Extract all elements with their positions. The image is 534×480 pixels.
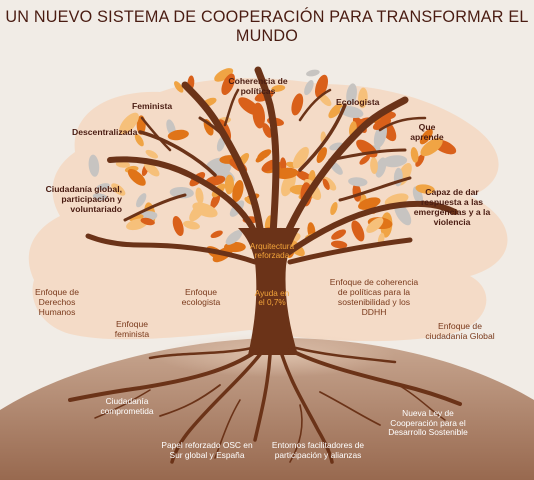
leaf	[359, 155, 370, 165]
leaf	[172, 216, 184, 236]
label-papel-osc: Papel reforzado OSC en Sur global y Espa…	[161, 440, 253, 460]
leaf	[210, 193, 221, 209]
leaf	[306, 69, 320, 77]
leaf	[415, 153, 425, 167]
leaf	[189, 203, 206, 222]
label-ayuda: Ayuda en el 0,7%	[254, 289, 290, 308]
leaf	[144, 162, 160, 177]
leaf	[419, 129, 433, 145]
leaf	[274, 167, 299, 179]
leaf	[115, 161, 130, 168]
ground-hill	[0, 338, 534, 480]
label-enfoque-ecologista: Enfoque ecologista	[181, 287, 221, 307]
leaf	[372, 117, 392, 130]
leaf	[351, 220, 365, 242]
leaf	[382, 155, 408, 168]
leaf	[214, 68, 234, 82]
leaf	[316, 147, 328, 164]
leaf	[339, 105, 364, 119]
leaf	[134, 134, 144, 147]
leaf	[136, 193, 147, 208]
leaf	[225, 229, 243, 245]
leaf	[96, 183, 110, 191]
leaf	[167, 129, 189, 141]
label-descentralizada: Descentralizada	[72, 127, 138, 137]
leaf	[415, 184, 435, 194]
label-nueva-ley: Nueva Ley de Cooperación para el Desarro…	[388, 408, 468, 438]
leaf	[292, 146, 309, 169]
leaf	[330, 201, 338, 216]
leaf	[111, 183, 126, 196]
leaf	[291, 93, 304, 116]
label-que-aprende: Que aprende	[410, 122, 444, 142]
label-arquitectura: Arquitectura reforzada	[249, 242, 295, 261]
tree-branches	[85, 66, 458, 265]
leaf	[252, 102, 266, 129]
label-ciudadania-global: Ciudadanía global, participación y volun…	[45, 184, 122, 214]
leaf	[358, 197, 381, 210]
leaf	[331, 229, 347, 240]
leaf	[221, 73, 235, 96]
leaf	[366, 217, 384, 233]
label-feminista: Feminista	[132, 101, 173, 111]
leaf	[322, 178, 330, 190]
leaf	[174, 81, 184, 93]
leaf	[127, 169, 146, 186]
leaf	[92, 193, 108, 201]
leaf	[183, 220, 200, 230]
label-enfoque-coherencia: Enfoque de coherencia de políticas para …	[329, 277, 419, 317]
tree-trunk	[238, 228, 300, 355]
label-emergencias: Capaz de dar respuesta a las emergencias…	[413, 187, 491, 227]
label-coherencia-politicas: Coherencia de políticas	[228, 76, 288, 96]
page-title: UN NUEVO SISTEMA DE COOPERACIÓN PARA TRA…	[5, 8, 529, 45]
leaf	[420, 137, 443, 157]
leaf	[304, 80, 314, 96]
label-entornos: Entornos facilitadores de participación …	[271, 440, 365, 460]
leaf	[280, 157, 287, 171]
label-ciudadania-comprometida: Ciudadanía comprometida	[100, 396, 154, 416]
leaf	[410, 147, 419, 163]
label-enfoque-feminista: Enfoque feminista	[114, 319, 150, 339]
leaf	[255, 153, 266, 163]
leaf	[224, 174, 235, 195]
leaf	[169, 186, 194, 199]
leaf	[370, 157, 378, 174]
leaf	[358, 87, 368, 109]
leaf	[348, 177, 368, 187]
background-bubble	[28, 78, 508, 342]
leaf	[328, 103, 343, 119]
leaf	[346, 83, 357, 106]
leaf	[262, 123, 272, 138]
leaf	[119, 112, 139, 135]
leaf	[140, 217, 155, 226]
leaf	[210, 230, 223, 239]
tree-roots	[68, 346, 462, 464]
leaf	[88, 154, 100, 177]
leaf	[295, 170, 313, 182]
leaf	[145, 149, 159, 159]
leaf	[271, 84, 286, 92]
leaf	[330, 240, 348, 249]
leaf	[195, 187, 204, 204]
label-ecologista: Ecologista	[336, 97, 380, 107]
label-enfoque-ciudadania: Enfoque de ciudadanía Global	[425, 321, 495, 341]
leaf	[232, 180, 244, 202]
label-enfoque-ddhh: Enfoque de Derechos Humanos	[35, 287, 79, 317]
